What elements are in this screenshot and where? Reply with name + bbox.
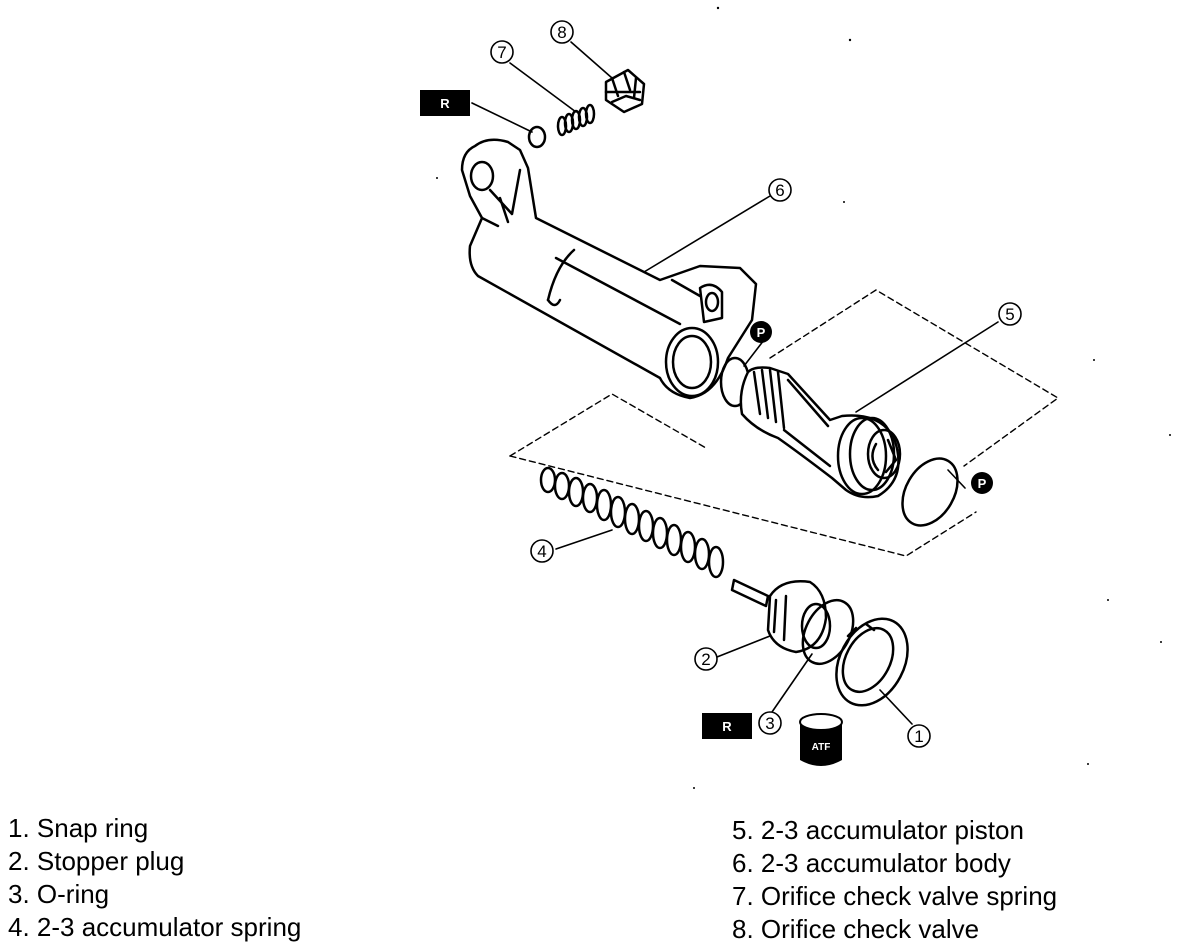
stopper-plug bbox=[730, 578, 832, 654]
accumulator-piston bbox=[739, 366, 902, 499]
legend-item-2: 2. Stopper plug bbox=[8, 846, 185, 876]
petroleum-jelly-badge-lower: P bbox=[971, 472, 993, 494]
accumulator-spring bbox=[539, 466, 725, 579]
svg-text:R: R bbox=[722, 719, 732, 734]
svg-text:5: 5 bbox=[1005, 305, 1014, 324]
atf-can-icon: ATF bbox=[799, 713, 843, 766]
orifice-check-valve-spring bbox=[556, 103, 596, 137]
svg-text:P: P bbox=[757, 325, 766, 340]
svg-text:6: 6 bbox=[775, 181, 784, 200]
callout-1: 1 bbox=[907, 724, 931, 748]
callout-8: 8 bbox=[550, 20, 574, 44]
svg-text:3: 3 bbox=[765, 714, 774, 733]
svg-text:4: 4 bbox=[537, 542, 546, 561]
legend-item-6: 6. 2-3 accumulator body bbox=[732, 848, 1011, 878]
legend-item-1: 1. Snap ring bbox=[8, 813, 149, 843]
legend-left-column: 1. Snap ring 2. Stopper plug 3. O-ring 4… bbox=[8, 812, 301, 944]
petroleum-jelly-badge-upper: P bbox=[750, 321, 772, 343]
replace-badge-bottom: R bbox=[702, 713, 752, 739]
snap-ring bbox=[835, 617, 909, 707]
callout-6: 6 bbox=[768, 178, 792, 202]
scan-specks bbox=[436, 6, 1171, 789]
small-o-ring bbox=[527, 125, 547, 149]
legend-item-3: 3. O-ring bbox=[8, 879, 110, 909]
legend-item-5: 5. 2-3 accumulator piston bbox=[732, 815, 1024, 845]
svg-text:2: 2 bbox=[701, 650, 710, 669]
svg-text:1: 1 bbox=[914, 727, 923, 746]
svg-text:8: 8 bbox=[557, 23, 566, 42]
svg-text:7: 7 bbox=[497, 43, 506, 62]
legend-right-column: 5. 2-3 accumulator piston 6. 2-3 accumul… bbox=[732, 814, 1057, 946]
assembly-guide-lines bbox=[509, 289, 1059, 557]
legend-item-7: 7. Orifice check valve spring bbox=[732, 881, 1058, 911]
leader-lines bbox=[471, 41, 999, 725]
legend-item-8: 8. Orifice check valve bbox=[732, 914, 980, 944]
callout-2: 2 bbox=[694, 647, 718, 671]
callout-7: 7 bbox=[490, 40, 514, 64]
orifice-check-valve bbox=[604, 68, 646, 114]
accumulator-body bbox=[460, 138, 758, 400]
callout-5: 5 bbox=[998, 302, 1022, 326]
replace-badge-top: R bbox=[420, 90, 470, 116]
svg-text:R: R bbox=[440, 96, 450, 111]
legend-item-4: 4. 2-3 accumulator spring bbox=[8, 912, 302, 942]
callout-4: 4 bbox=[530, 539, 554, 563]
callout-3: 3 bbox=[758, 711, 782, 735]
piston-seal-ring bbox=[901, 457, 959, 527]
svg-text:P: P bbox=[978, 476, 987, 491]
svg-text:ATF: ATF bbox=[812, 742, 831, 753]
